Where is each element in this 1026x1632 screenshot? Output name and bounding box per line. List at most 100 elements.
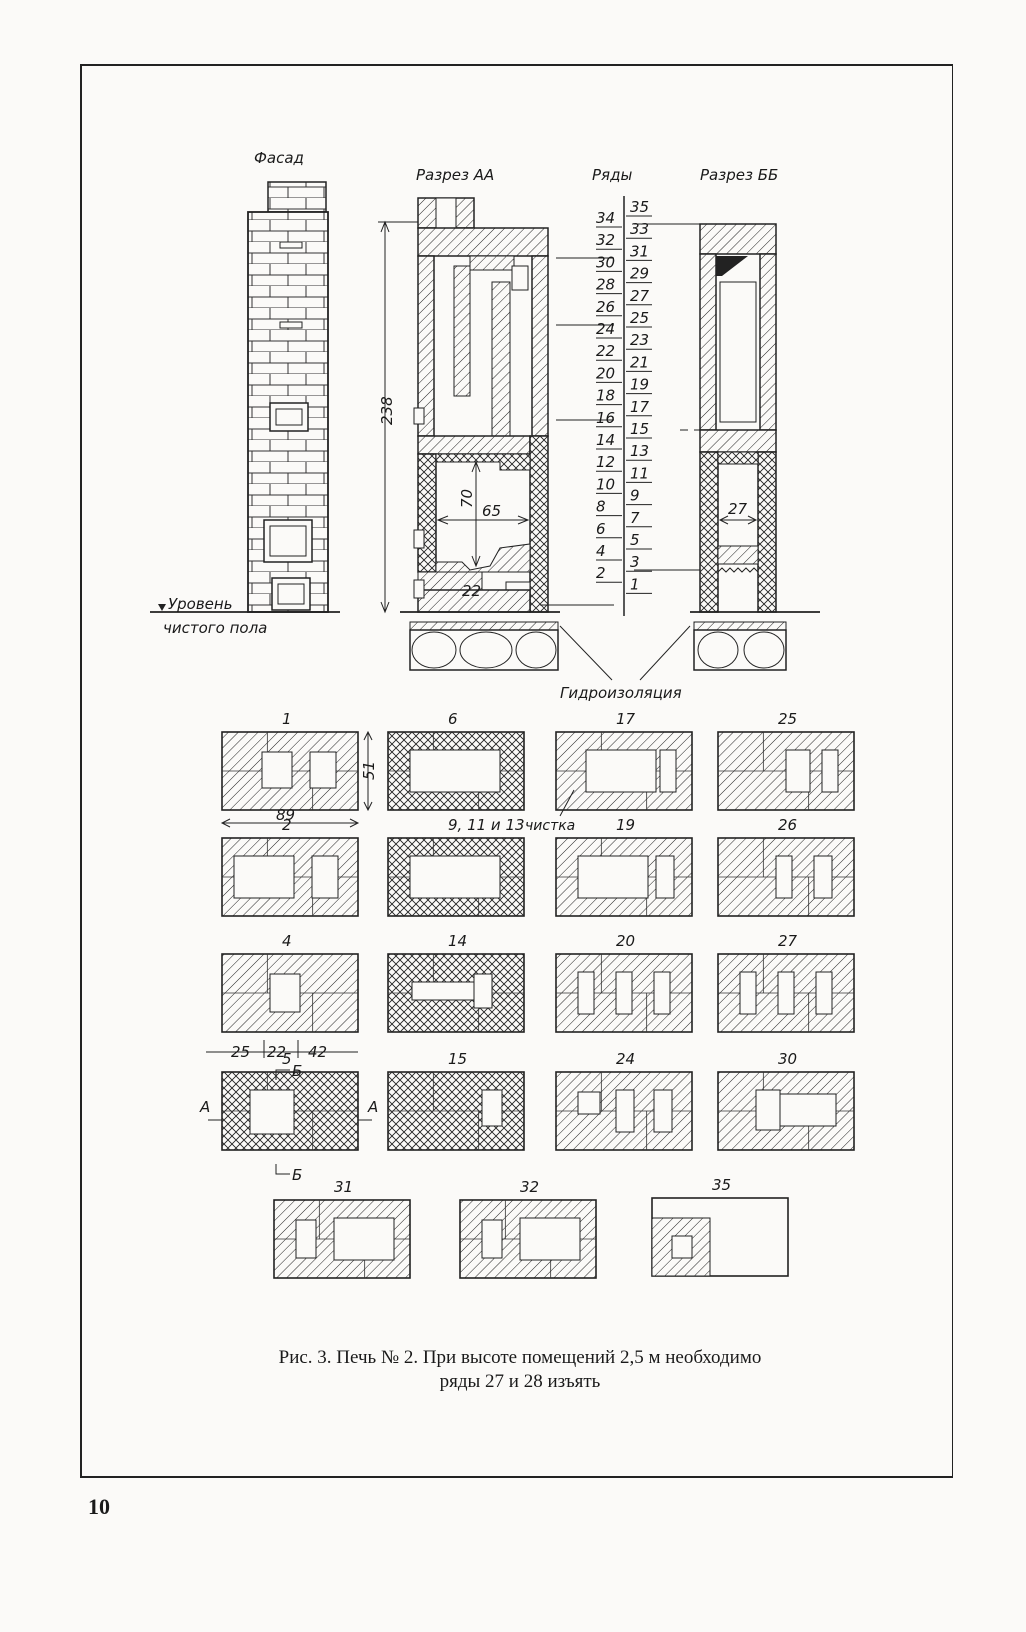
row-scale-left-28: 28 — [596, 276, 615, 294]
waterproofing-label: Гидроизоляция — [560, 684, 682, 702]
plan-row-1: 1 — [221, 710, 359, 811]
row-scale-right-35: 35 — [630, 198, 649, 216]
floor-level-label-1: Уровень — [168, 595, 233, 613]
plan-label: 2 — [282, 816, 292, 834]
row-scale-right-33: 33 — [630, 220, 649, 238]
dim-grate: 22 — [462, 582, 481, 600]
dim-row4-a: 25 — [231, 1043, 250, 1061]
plan-annotations: 89 51 чистка 25 22 42 Б Б А А — [199, 730, 575, 1184]
row-scale-right-3: 3 — [630, 553, 640, 571]
plan-label: 30 — [778, 1050, 797, 1068]
plan-label: 5 — [282, 1050, 292, 1068]
row-scale-left-30: 30 — [596, 253, 615, 271]
figure-caption: Рис. 3. Печь № 2. При высоте помещений 2… — [120, 1346, 920, 1394]
row-scale-right-25: 25 — [630, 309, 649, 327]
plan-row-12: 27 — [717, 932, 855, 1033]
row-scale-left-14: 14 — [596, 431, 615, 449]
plan-row-10: 14 — [387, 932, 525, 1033]
row-scale-right-1: 1 — [630, 575, 640, 593]
figure-frame — [80, 64, 953, 1478]
plan-row-11: 20 — [555, 932, 693, 1033]
row-scale-left-32: 32 — [596, 231, 615, 249]
plan-row-4: 25 — [717, 710, 855, 811]
section-mark-b-bottom: Б — [292, 1166, 302, 1184]
plan-label: 24 — [616, 1050, 635, 1068]
row-scale-left-12: 12 — [596, 453, 615, 471]
facade-view: Фасад Уровень чистого пола — [150, 149, 340, 637]
row-scale-right-19: 19 — [630, 376, 649, 394]
plan-row-8: 26 — [717, 816, 855, 917]
plan-label: 4 — [282, 932, 292, 950]
dim-total-height: 238 — [378, 396, 396, 425]
rows-title: Ряды — [592, 166, 632, 184]
row-scale-left-6: 6 — [596, 520, 606, 538]
plan-label: 14 — [448, 932, 467, 950]
dim-channel: 27 — [728, 500, 748, 518]
plan-row-2: 6 — [387, 710, 525, 811]
row-scale-left-8: 8 — [596, 498, 606, 516]
plan-row-13: 5 — [221, 1050, 359, 1151]
row-scale-right-29: 29 — [630, 265, 649, 283]
plan-row-3: 17 — [555, 710, 693, 811]
plan-row-18: 32 — [459, 1178, 597, 1279]
row-scale-right-11: 11 — [630, 464, 649, 482]
dim-firebox-width: 65 — [482, 502, 501, 520]
plan-label: 19 — [616, 816, 635, 834]
row-scale-left-18: 18 — [596, 387, 615, 405]
floor-level-label-2: чистого пола — [163, 619, 267, 637]
section-mark-a-left: А — [199, 1098, 210, 1116]
row-scale-right-15: 15 — [630, 420, 649, 438]
plan-row-16: 30 — [717, 1050, 855, 1151]
dim-row4-b: 22 — [267, 1043, 286, 1061]
cleanout-label: чистка — [525, 818, 575, 834]
row-scale-right-27: 27 — [630, 287, 650, 305]
caption-line-2: ряды 27 и 28 изъять — [439, 1371, 601, 1392]
plan-label: 35 — [712, 1176, 731, 1194]
dim-row4-c: 42 — [308, 1043, 327, 1061]
page-number: 10 — [88, 1494, 110, 1519]
section-mark-a-right: А — [367, 1098, 378, 1116]
plan-label: 6 — [448, 710, 458, 728]
row-scale-left-4: 4 — [596, 542, 606, 560]
plan-row-7: 19 — [555, 816, 693, 917]
caption-line-1: Рис. 3. Печь № 2. При высоте помещений 2… — [278, 1347, 762, 1368]
dim-plan-width: 89 — [276, 806, 295, 824]
row-scale-right-13: 13 — [630, 442, 649, 460]
row-scale-right-31: 31 — [630, 242, 649, 260]
plan-row-5: 2 — [221, 816, 359, 917]
row-scale-left-26: 26 — [596, 298, 615, 316]
row-scale-right-17: 17 — [630, 398, 650, 416]
plan-row-9: 4 — [221, 932, 359, 1033]
plan-label: 17 — [616, 710, 636, 728]
plan-label: 15 — [448, 1050, 467, 1068]
dim-firebox-height: 70 — [458, 489, 476, 508]
plan-row-14: 15 — [387, 1050, 525, 1151]
plan-row-19: 35 — [651, 1176, 789, 1277]
plan-label: 20 — [616, 932, 635, 950]
plan-label: 1 — [282, 710, 292, 728]
facade-title: Фасад — [254, 149, 304, 167]
dim-plan-depth: 51 — [360, 761, 378, 780]
row-scale-left-22: 22 — [596, 342, 615, 360]
plan-label: 27 — [778, 932, 798, 950]
plan-label: 9, 11 и 13 — [448, 816, 525, 834]
row-scale-left-10: 10 — [596, 475, 615, 493]
section-mark-b-top: Б — [292, 1062, 302, 1080]
plan-label: 26 — [778, 816, 797, 834]
row-scale-left-34: 34 — [596, 209, 615, 227]
row-scale-right-7: 7 — [630, 509, 640, 527]
section-aa-view: Разрез АА 238 70 65 — [378, 166, 614, 671]
row-scale-right-21: 21 — [630, 353, 649, 371]
row-scale-left-20: 20 — [596, 364, 615, 382]
section-bb-view: Разрез ББ 27 Гидроизоляция — [559, 166, 820, 702]
row-scale-right-23: 23 — [630, 331, 649, 349]
section-bb-title: Разрез ББ — [700, 166, 778, 184]
plan-row-6: 9, 11 и 13 — [387, 816, 525, 917]
plan-label: 31 — [334, 1178, 353, 1196]
row-scale-right-9: 9 — [630, 487, 640, 505]
row-scale-left-2: 2 — [596, 564, 606, 582]
plan-row-17: 31 — [273, 1178, 411, 1279]
